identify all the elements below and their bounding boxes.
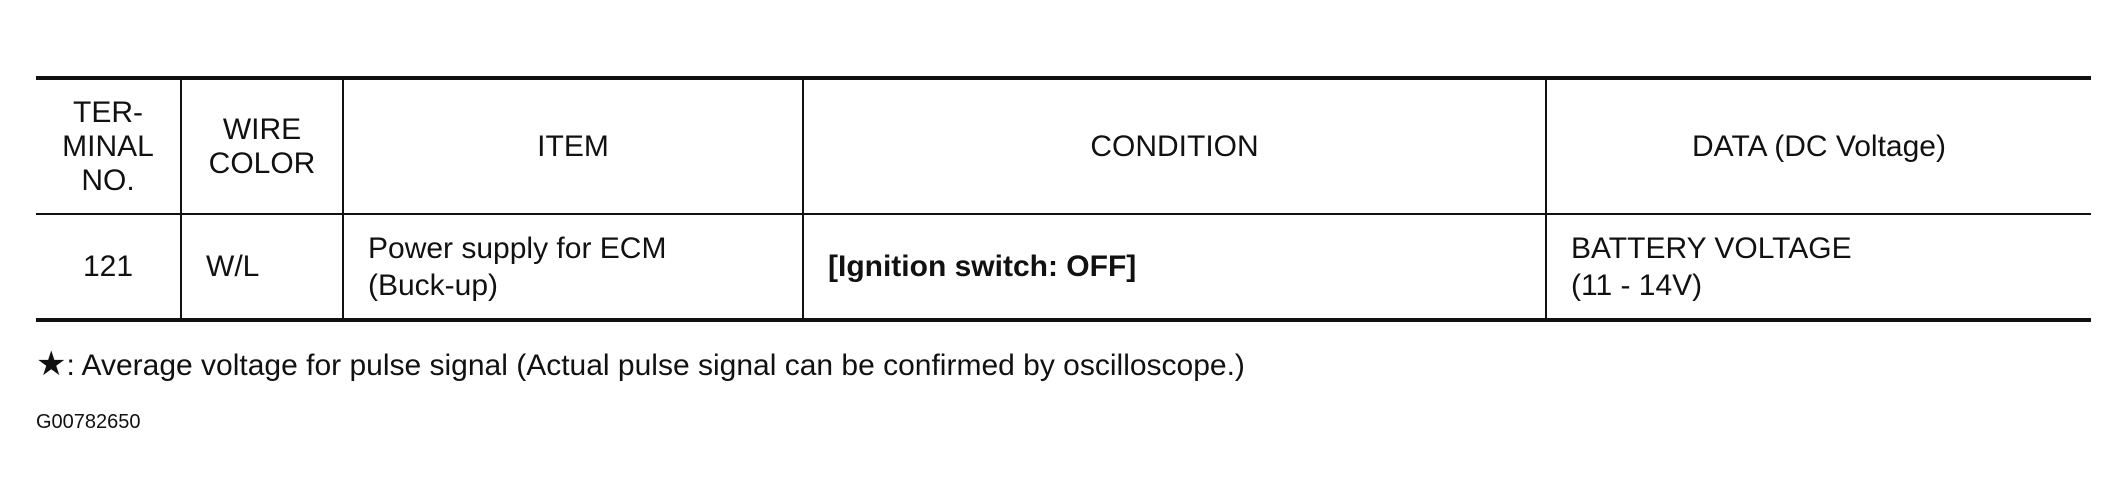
header-condition: CONDITION xyxy=(802,78,1547,215)
cell-item: Power supply for ECM (Buck-up) xyxy=(342,214,804,320)
header-terminal-no: TER- MINAL NO. xyxy=(36,78,182,215)
cell-data: BATTERY VOLTAGE (11 - 14V) xyxy=(1545,214,2091,320)
star-icon: ★ xyxy=(36,345,67,383)
header-item: ITEM xyxy=(342,78,804,215)
cell-wire-color: W/L xyxy=(180,214,344,320)
footnote-text: : Average voltage for pulse signal (Actu… xyxy=(66,349,1245,382)
cell-condition: [Ignition switch: OFF] xyxy=(802,214,1547,320)
figure-id: G00782650 xyxy=(36,411,141,433)
header-wire-color: WIRE COLOR xyxy=(180,78,344,215)
header-data: DATA (DC Voltage) xyxy=(1545,78,2091,215)
table-header-row: TER- MINAL NO. WIRE COLOR ITEM CONDITION… xyxy=(36,78,2091,215)
cell-terminal-no: 121 xyxy=(36,214,182,320)
terminal-data-table: TER- MINAL NO. WIRE COLOR ITEM CONDITION… xyxy=(36,76,2091,322)
footnote: ★: Average voltage for pulse signal (Act… xyxy=(36,346,1245,384)
table-row: 121 W/L Power supply for ECM (Buck-up) [… xyxy=(36,214,2091,320)
